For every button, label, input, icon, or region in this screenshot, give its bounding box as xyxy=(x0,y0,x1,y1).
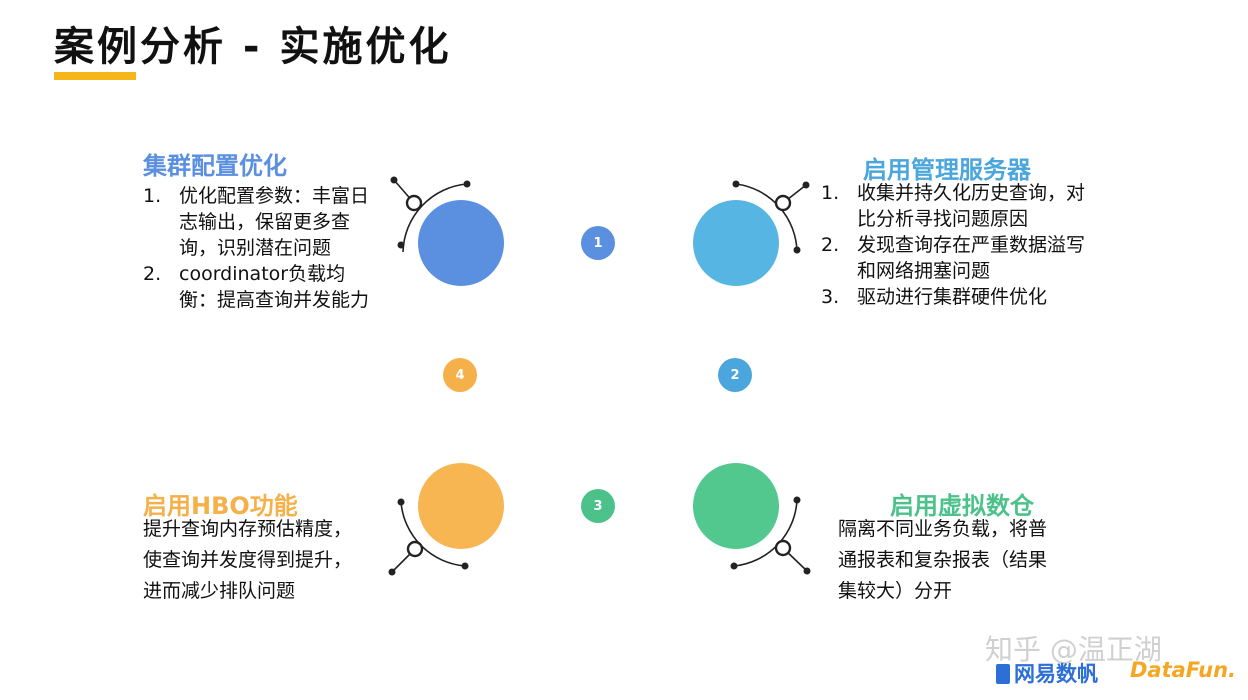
blue-circle xyxy=(418,200,504,286)
green-circle xyxy=(693,463,779,549)
badge-4: 4 xyxy=(443,358,477,392)
cluster-config-list: 1. 优化配置参数：丰富日志输出，保留更多查询，识别潜在问题 2. coordi… xyxy=(143,183,379,313)
netease-logo: 网易数帆 xyxy=(996,658,1098,688)
netease-logo-icon xyxy=(996,664,1010,684)
badge-1: 1 xyxy=(581,226,615,260)
title-underline xyxy=(54,72,136,80)
datafun-logo: DataFun. xyxy=(1130,658,1237,682)
badge-2: 2 xyxy=(718,358,752,392)
lightblue-circle xyxy=(693,200,779,286)
virtual-warehouse-description: 隔离不同业务负载，将普 通报表和复杂报表（结果 集较大）分开 xyxy=(838,518,1048,602)
mgmt-server-heading: 启用管理服务器 xyxy=(863,156,1031,184)
hbo-heading: 启用HBO功能 xyxy=(143,492,298,520)
virtual-warehouse-heading: 启用虚拟数仓 xyxy=(890,492,1034,520)
cluster-config-heading: 集群配置优化 xyxy=(143,152,287,180)
slide-title: 案例分析 - 实施优化 xyxy=(54,24,452,70)
mgmt-server-list: 1. 收集并持久化历史查询，对比分析寻找问题原因 2. 发现查询存在严重数据溢写… xyxy=(821,180,1093,310)
list-item: 1. 收集并持久化历史查询，对比分析寻找问题原因 xyxy=(821,182,1086,230)
hbo-description: 提升查询内存预估精度， 使查询并发度得到提升， 进而减少排队问题 xyxy=(143,518,353,602)
orange-circle xyxy=(418,463,504,549)
list-item: 3. 驱动进行集群硬件优化 xyxy=(821,286,1048,308)
list-item: 2. coordinator负载均衡：提高查询并发能力 xyxy=(143,263,370,311)
zhihu-watermark: 知乎 @温正湖 xyxy=(985,633,1162,666)
list-item: 2. 发现查询存在严重数据溢写和网络拥塞问题 xyxy=(821,234,1086,282)
list-item: 1. 优化配置参数：丰富日志输出，保留更多查询，识别潜在问题 xyxy=(143,185,370,259)
badge-3: 3 xyxy=(581,489,615,523)
